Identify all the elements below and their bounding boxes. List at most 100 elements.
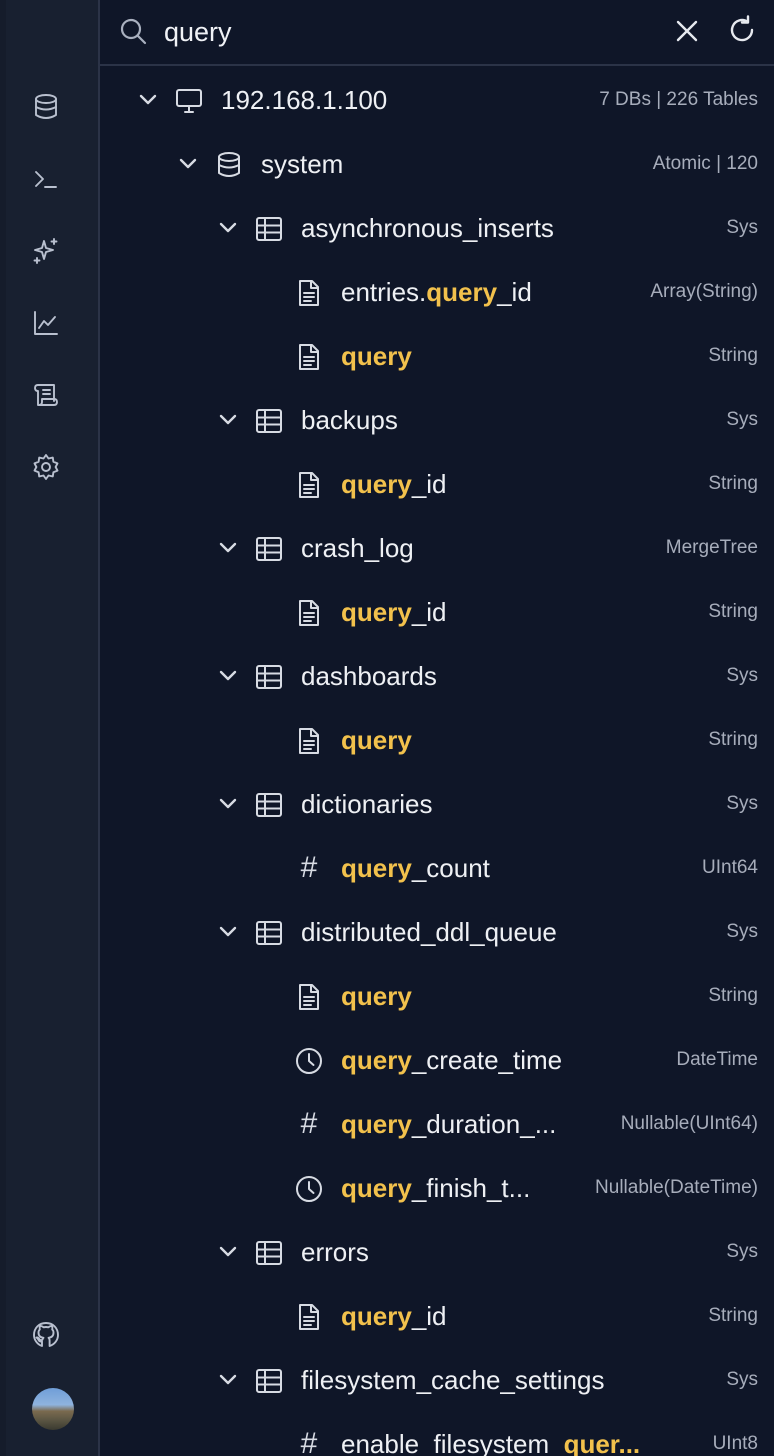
node-meta: Nullable(DateTime) <box>595 1177 758 1198</box>
search-match-highlight: quer... <box>563 1429 641 1456</box>
label-prefix: enable_filesystem_ <box>341 1429 564 1456</box>
label-suffix: _id <box>411 597 447 627</box>
node-label: query <box>341 978 412 1014</box>
tree-node-column[interactable]: query_id String <box>100 452 774 516</box>
node-label: query_duration_... <box>341 1106 556 1142</box>
node-label: dictionaries <box>301 789 433 819</box>
label-suffix: _id <box>497 277 532 307</box>
node-meta: String <box>708 601 758 622</box>
tree-node-column[interactable]: query_finish_t... Nullable(DateTime) <box>100 1156 774 1220</box>
node-meta: Sys <box>726 921 758 942</box>
avatar[interactable] <box>32 1388 74 1430</box>
tree-node-column[interactable]: #enable_filesystem_quer...UInt8 <box>100 1412 774 1456</box>
label-suffix: _id <box>411 1301 447 1331</box>
tree-node-database[interactable]: system Atomic | 120 <box>100 132 774 196</box>
chevron-down-icon[interactable] <box>216 664 240 688</box>
node-meta: Atomic | 120 <box>652 153 758 174</box>
github-icon[interactable] <box>29 1318 63 1352</box>
tree-node-column[interactable]: # query_duration_... Nullable(UInt64) <box>100 1092 774 1156</box>
hash-icon: # <box>300 1107 318 1140</box>
settings-icon[interactable] <box>29 450 63 484</box>
node-label: system <box>261 149 344 179</box>
tree-node-column[interactable]: query_id String <box>100 580 774 644</box>
file-icon <box>294 470 324 500</box>
chevron-down-icon[interactable] <box>216 408 240 432</box>
sidebar <box>0 0 100 1456</box>
hash-icon: # <box>300 851 318 884</box>
chevron-down-icon[interactable] <box>216 792 240 816</box>
label-suffix: _finish_t... <box>411 1173 531 1203</box>
table-icon <box>254 406 284 436</box>
table-icon <box>254 918 284 948</box>
tree-node-table[interactable]: distributed_ddl_queue Sys <box>100 900 774 964</box>
tree-node-column[interactable]: query String <box>100 324 774 388</box>
label-suffix: _count <box>411 853 490 883</box>
chevron-down-icon[interactable] <box>216 536 240 560</box>
node-meta: Array(String) <box>650 281 758 302</box>
node-meta: Sys <box>726 793 758 814</box>
tree-node-table[interactable]: dictionaries Sys <box>100 772 774 836</box>
chevron-down-icon[interactable] <box>216 1240 240 1264</box>
chevron-down-icon[interactable] <box>216 920 240 944</box>
node-label: query_finish_t... <box>341 1170 530 1206</box>
label-suffix: _duration_... <box>411 1109 557 1139</box>
node-label: query <box>341 338 412 374</box>
table-icon <box>254 1238 284 1268</box>
chevron-down-icon[interactable] <box>216 216 240 240</box>
close-icon <box>676 20 698 42</box>
node-meta: String <box>708 473 758 494</box>
node-meta: UInt64 <box>702 857 758 878</box>
file-icon <box>294 278 324 308</box>
clock-icon <box>294 1046 324 1076</box>
node-label: distributed_ddl_queue <box>301 917 557 947</box>
search-match-highlight: query <box>341 1045 412 1075</box>
refresh-button[interactable] <box>726 14 758 46</box>
terminal-icon[interactable] <box>29 162 63 196</box>
node-label: query_id <box>341 594 447 630</box>
database-icon[interactable] <box>29 90 63 124</box>
search-match-highlight: query <box>341 1301 412 1331</box>
search-icon <box>118 16 148 46</box>
chevron-down-icon[interactable] <box>176 152 200 176</box>
search-match-highlight: query <box>341 725 412 755</box>
file-icon <box>294 598 324 628</box>
search-match-highlight: query <box>341 469 412 499</box>
node-meta: Sys <box>726 665 758 686</box>
chevron-down-icon[interactable] <box>216 1368 240 1392</box>
tree-node-table[interactable]: asynchronous_inserts Sys <box>100 196 774 260</box>
file-icon <box>294 982 324 1012</box>
hash-icon: # <box>300 1427 318 1456</box>
node-meta: String <box>708 345 758 366</box>
clear-search-button[interactable] <box>672 16 702 46</box>
refresh-icon <box>730 15 754 42</box>
chart-icon[interactable] <box>29 306 63 340</box>
node-label: crash_log <box>301 533 414 563</box>
node-label: query <box>341 722 412 758</box>
node-label: query_id <box>341 466 447 502</box>
sparkles-icon[interactable] <box>29 234 63 268</box>
node-meta: 7 DBs | 226 Tables <box>599 89 758 110</box>
search-input[interactable] <box>164 12 644 52</box>
logo-icon[interactable] <box>29 18 63 52</box>
node-meta: Nullable(UInt64) <box>620 1113 758 1134</box>
node-meta: Sys <box>726 217 758 238</box>
search-match-highlight: query <box>341 1109 412 1139</box>
node-label: asynchronous_inserts <box>301 213 554 243</box>
table-icon <box>254 1366 284 1396</box>
node-label: query_create_time <box>341 1042 562 1078</box>
chevron-down-icon[interactable] <box>136 88 160 112</box>
scroll-icon[interactable] <box>29 378 63 412</box>
table-icon <box>254 214 284 244</box>
